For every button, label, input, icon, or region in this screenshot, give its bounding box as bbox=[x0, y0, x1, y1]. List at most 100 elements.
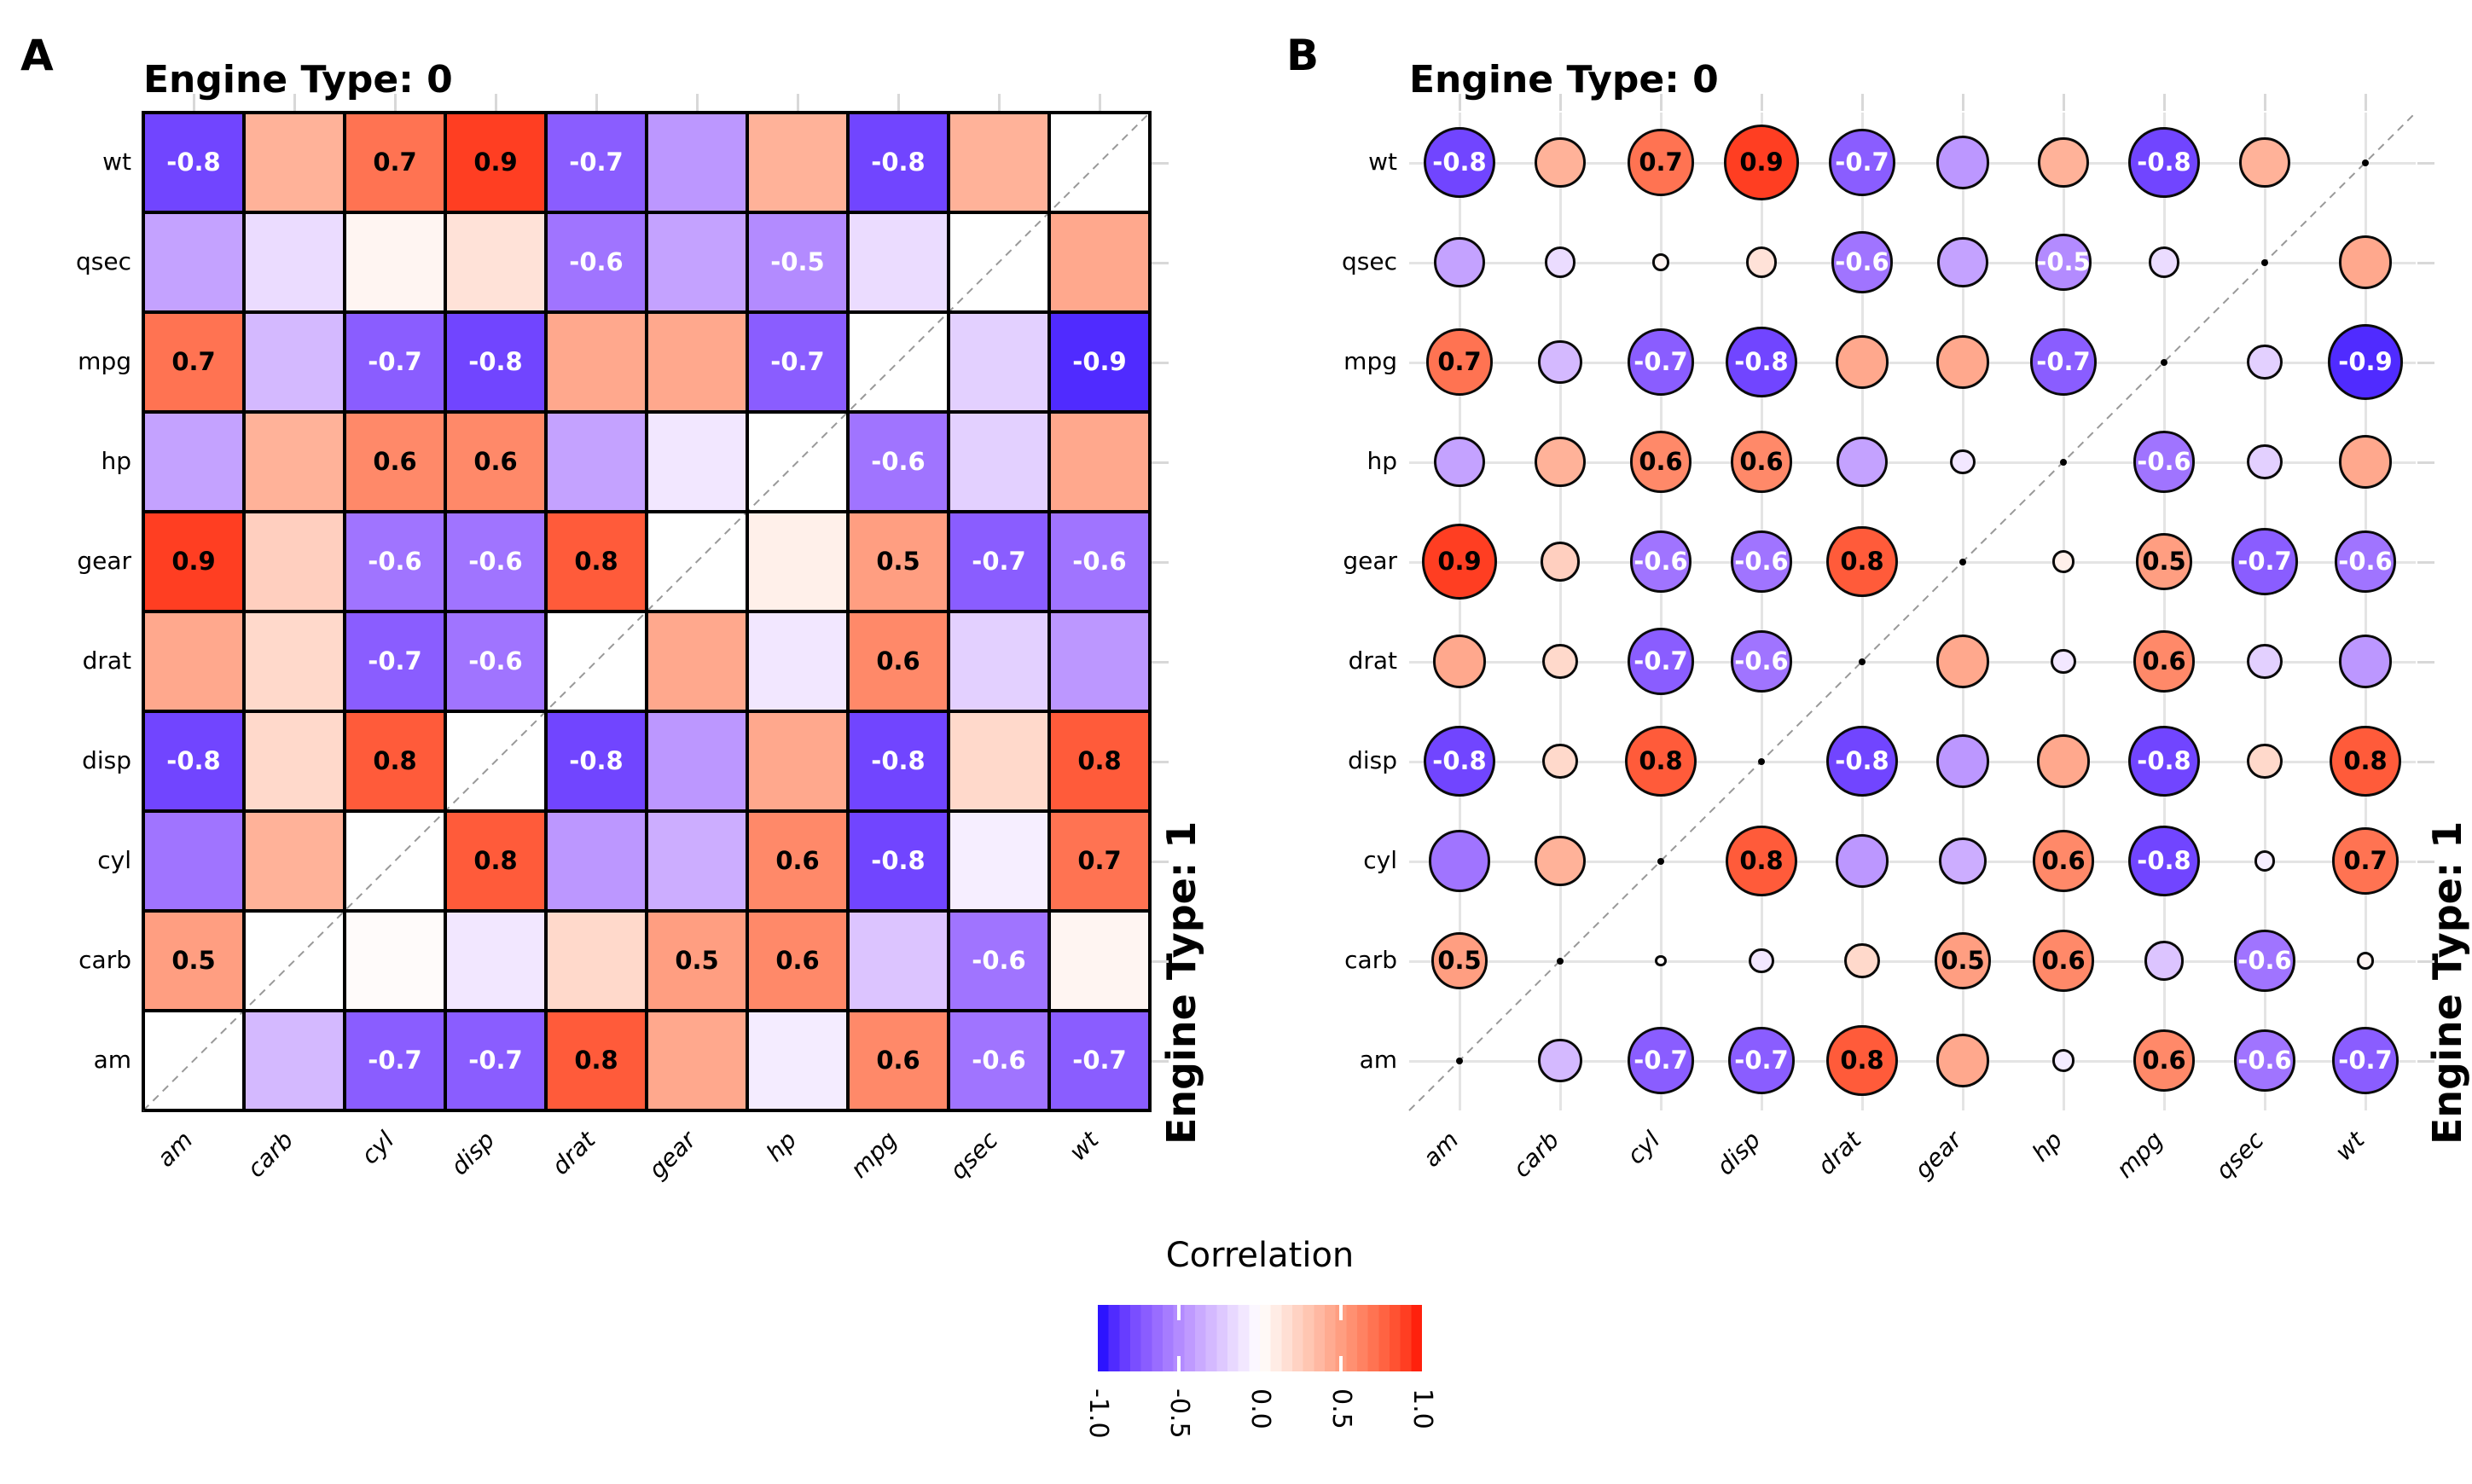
diagonal-dot-wt bbox=[2362, 159, 2369, 166]
legend-title: Correlation bbox=[1165, 1236, 1355, 1275]
circle-drat-gear bbox=[1935, 635, 1990, 688]
circle-disp-am bbox=[1424, 725, 1495, 797]
tick-mark-top bbox=[2365, 94, 2367, 111]
circle-hp-qsec bbox=[2247, 443, 2283, 480]
label-hp-disp: 0.6 bbox=[473, 447, 518, 476]
label-disp-wt: 0.8 bbox=[1077, 746, 1122, 775]
y-tick-label-a-mpg: mpg bbox=[78, 346, 131, 375]
diagonal-dot-hp bbox=[2060, 458, 2067, 466]
label-cyl-wt: 0.7 bbox=[2343, 846, 2388, 875]
circle-hp-disp bbox=[1730, 431, 1793, 493]
x-tick-label-b-disp: disp bbox=[1711, 1125, 1767, 1181]
cell-gear-cyl: -0.6 bbox=[345, 512, 445, 612]
circle-qsec-cyl bbox=[1651, 253, 1670, 271]
cell-mpg-hp: -0.7 bbox=[747, 312, 848, 412]
cell-qsec-gear bbox=[647, 212, 747, 312]
cell-disp-cyl: 0.8 bbox=[345, 711, 445, 811]
cell-cyl-drat bbox=[546, 811, 647, 911]
label-carb-gear: 0.5 bbox=[675, 946, 719, 975]
gridline-horizontal bbox=[1409, 959, 2416, 963]
cell-mpg-gear bbox=[647, 312, 747, 412]
cell-carb-drat bbox=[546, 911, 647, 1011]
cell-carb-disp bbox=[445, 911, 546, 1011]
label-mpg-disp: -0.8 bbox=[1734, 347, 1789, 376]
cell-wt-carb bbox=[244, 113, 345, 212]
label-hp-cyl: 0.6 bbox=[373, 447, 417, 476]
cell-qsec-cyl bbox=[345, 212, 445, 312]
circle-qsec-drat bbox=[1831, 231, 1894, 293]
cell-hp-disp: 0.6 bbox=[445, 412, 546, 512]
label-wt-disp: 0.9 bbox=[473, 148, 518, 177]
circle-gear-cyl bbox=[1629, 530, 1692, 593]
diagonal-dot-am bbox=[1456, 1057, 1463, 1064]
label-cyl-disp: 0.8 bbox=[1739, 846, 1784, 875]
circle-disp-qsec bbox=[2247, 743, 2283, 780]
cell-hp-carb bbox=[244, 412, 345, 512]
circle-carb-wt bbox=[2356, 952, 2375, 970]
gridline-horizontal bbox=[1409, 1059, 2416, 1063]
cell-drat-wt bbox=[1049, 612, 1150, 711]
tick-mark-right bbox=[1152, 760, 1169, 763]
cell-wt-gear bbox=[647, 113, 747, 212]
label-am-mpg: 0.6 bbox=[2142, 1046, 2186, 1075]
label-qsec-drat: -0.6 bbox=[569, 247, 624, 276]
cell-am-cyl: -0.7 bbox=[345, 1011, 445, 1110]
tick-mark-top bbox=[1761, 94, 1763, 111]
circle-qsec-gear bbox=[1937, 236, 1988, 288]
circle-am-hp bbox=[2051, 1049, 2075, 1072]
cell-wt-wt bbox=[1049, 113, 1150, 212]
label-carb-hp: 0.6 bbox=[775, 946, 820, 975]
circle-drat-am bbox=[1432, 635, 1487, 688]
gridline-vertical bbox=[1861, 113, 1864, 1110]
tick-mark-right bbox=[1152, 461, 1169, 464]
label-cyl-hp: 0.6 bbox=[775, 846, 820, 875]
circle-wt-carb bbox=[1535, 136, 1586, 188]
y-tick-label-a-disp: disp bbox=[82, 745, 131, 774]
legend-tick-mark bbox=[1177, 1305, 1181, 1320]
cell-am-hp bbox=[747, 1011, 848, 1110]
tick-mark-top bbox=[495, 94, 497, 111]
circle-drat-cyl bbox=[1627, 628, 1695, 695]
label-wt-am: -0.8 bbox=[1432, 148, 1487, 177]
y-tick-label-b-qsec: qsec bbox=[1342, 246, 1397, 275]
gridline-horizontal bbox=[1409, 361, 2416, 364]
legend-tick-label--1.0: -1.0 bbox=[1083, 1388, 1113, 1439]
cell-wt-disp: 0.9 bbox=[445, 113, 546, 212]
x-tick-label-a-gear: gear bbox=[642, 1125, 702, 1185]
x-tick-label-b-am: am bbox=[1417, 1125, 1465, 1173]
circle-drat-qsec bbox=[2247, 643, 2283, 680]
circle-drat-wt bbox=[2338, 635, 2393, 688]
y-tick-label-a-wt: wt bbox=[102, 147, 131, 176]
cell-gear-wt: -0.6 bbox=[1049, 512, 1150, 612]
tick-mark-top bbox=[2163, 94, 2166, 111]
cell-disp-mpg: -0.8 bbox=[848, 711, 949, 811]
cell-drat-carb bbox=[244, 612, 345, 711]
cell-am-mpg: 0.6 bbox=[848, 1011, 949, 1110]
cell-carb-gear: 0.5 bbox=[647, 911, 747, 1011]
label-drat-mpg: 0.6 bbox=[2142, 646, 2186, 675]
label-disp-wt: 0.8 bbox=[2343, 746, 2388, 775]
label-cyl-wt: 0.7 bbox=[1077, 846, 1122, 875]
label-mpg-wt: -0.9 bbox=[1072, 347, 1127, 376]
cell-wt-drat: -0.7 bbox=[546, 113, 647, 212]
label-carb-qsec: -0.6 bbox=[2237, 946, 2292, 975]
cell-am-qsec: -0.6 bbox=[949, 1011, 1049, 1110]
label-drat-disp: -0.6 bbox=[468, 646, 523, 675]
tick-mark-right bbox=[1152, 161, 1169, 165]
label-wt-disp: 0.9 bbox=[1739, 148, 1784, 177]
tick-mark-top bbox=[1962, 94, 1964, 111]
panel-b-letter: B bbox=[1286, 31, 1320, 80]
cell-gear-drat: 0.8 bbox=[546, 512, 647, 612]
circle-gear-drat bbox=[1826, 525, 1898, 598]
label-wt-mpg: -0.8 bbox=[871, 148, 926, 177]
label-disp-drat: -0.8 bbox=[569, 746, 624, 775]
tick-mark-top bbox=[797, 94, 799, 111]
label-mpg-cyl: -0.7 bbox=[368, 347, 422, 376]
cell-mpg-am: 0.7 bbox=[143, 312, 244, 412]
circle-cyl-disp bbox=[1726, 825, 1797, 897]
circle-qsec-am bbox=[1434, 236, 1485, 288]
x-tick-label-a-hp: hp bbox=[760, 1125, 803, 1168]
cell-hp-mpg: -0.6 bbox=[848, 412, 949, 512]
tick-mark-right bbox=[2417, 560, 2434, 564]
